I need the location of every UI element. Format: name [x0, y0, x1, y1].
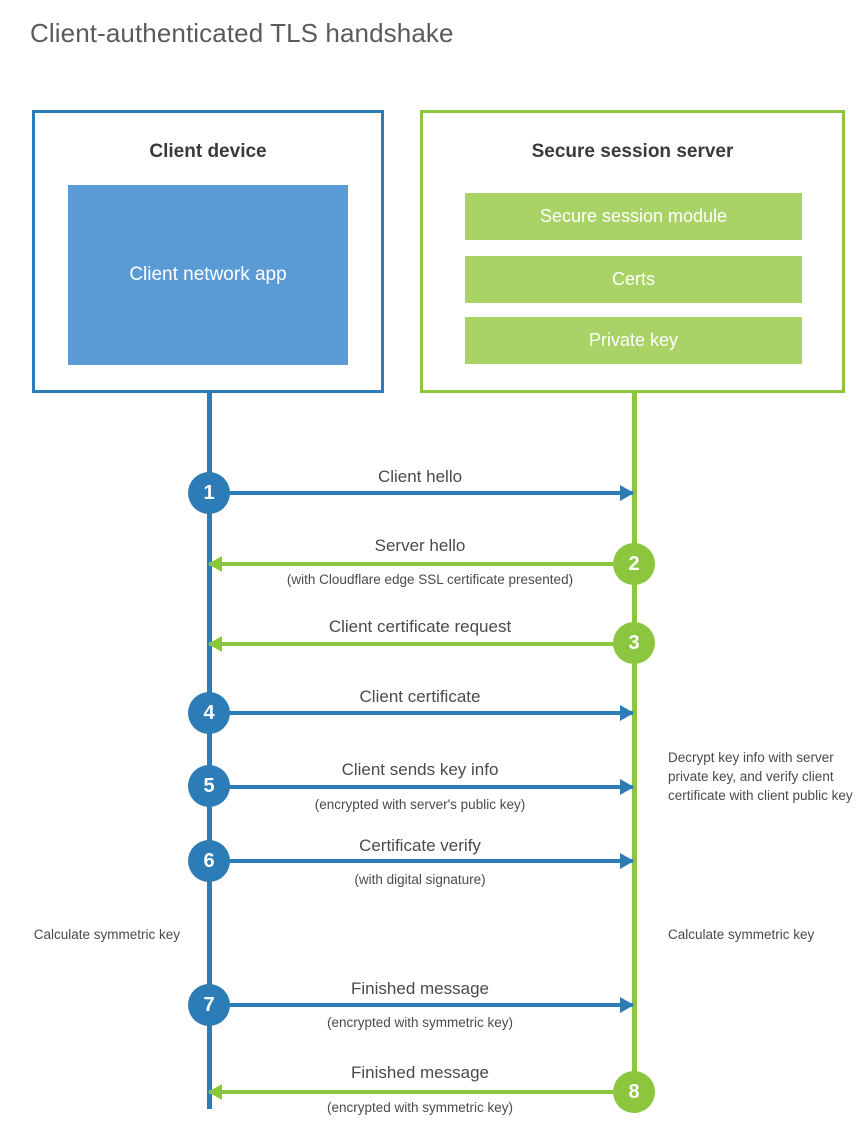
- step-8-arrow: [208, 1084, 633, 1100]
- server-component-certs: Certs: [465, 256, 802, 303]
- step-2-label: Server hello: [374, 536, 466, 555]
- client-network-app-block: Client network app: [68, 185, 348, 365]
- step-marker-3: 3: [613, 622, 655, 664]
- step-marker-8: 8: [613, 1071, 655, 1113]
- step-marker-4: 4: [188, 692, 230, 734]
- client-device-box: Client device Client network app: [32, 110, 384, 393]
- step-1-label: Client hello: [377, 467, 463, 486]
- step-2-arrow: [208, 556, 633, 572]
- secure-session-server-box: Secure session server Secure session mod…: [420, 110, 845, 393]
- step-3-label: Client certificate request: [328, 617, 512, 636]
- server-component-secure-session-module: Secure session module: [465, 193, 802, 240]
- step-marker-6: 6: [188, 840, 230, 882]
- step-4-arrow: [209, 705, 634, 721]
- step-2-sublabel: (with Cloudflare edge SSL certificate pr…: [286, 572, 574, 587]
- server-lifeline: [632, 393, 637, 1093]
- step-7-arrow: [209, 997, 634, 1013]
- arrow-head-right-icon: [620, 997, 634, 1013]
- arrow-head-left-icon: [208, 636, 222, 652]
- server-calculate-note: Calculate symmetric key: [668, 927, 815, 942]
- arrow-head-right-icon: [620, 779, 634, 795]
- step-5-arrow: [209, 779, 634, 795]
- step-marker-5: 5: [188, 765, 230, 807]
- step-6-sublabel: (with digital signature): [354, 872, 486, 887]
- arrow-head-right-icon: [620, 853, 634, 869]
- client-lifeline: [207, 393, 212, 1109]
- step-8-label: Finished message: [351, 1063, 489, 1082]
- step-5-sublabel: (encrypted with server's public key): [314, 797, 526, 812]
- step-1-arrow: [209, 485, 634, 501]
- server-component-private-key: Private key: [465, 317, 802, 364]
- step-marker-2: 2: [613, 543, 655, 585]
- step-3-arrow: [208, 636, 633, 652]
- step-4-label: Client certificate: [359, 687, 481, 706]
- step-7-label: Finished message: [351, 979, 489, 998]
- page-title: Client-authenticated TLS handshake: [30, 18, 454, 48]
- step-6-label: Certificate verify: [359, 836, 481, 855]
- step-8-sublabel: (encrypted with symmetric key): [326, 1100, 514, 1115]
- arrow-head-left-icon: [208, 1084, 222, 1100]
- step-marker-1: 1: [188, 472, 230, 514]
- client-device-title: Client device: [149, 141, 267, 162]
- step-7-sublabel: (encrypted with symmetric key): [326, 1015, 514, 1030]
- server-decrypt-note: Decrypt key info with server private key…: [668, 750, 853, 804]
- step-6-arrow: [209, 853, 634, 869]
- arrow-head-right-icon: [620, 705, 634, 721]
- client-calculate-note: Calculate symmetric key: [33, 927, 180, 942]
- step-marker-7: 7: [188, 984, 230, 1026]
- step-5-label: Client sends key info: [341, 760, 499, 779]
- secure-session-server-title: Secure session server: [531, 141, 734, 162]
- arrow-head-left-icon: [208, 556, 222, 572]
- arrow-head-right-icon: [620, 485, 634, 501]
